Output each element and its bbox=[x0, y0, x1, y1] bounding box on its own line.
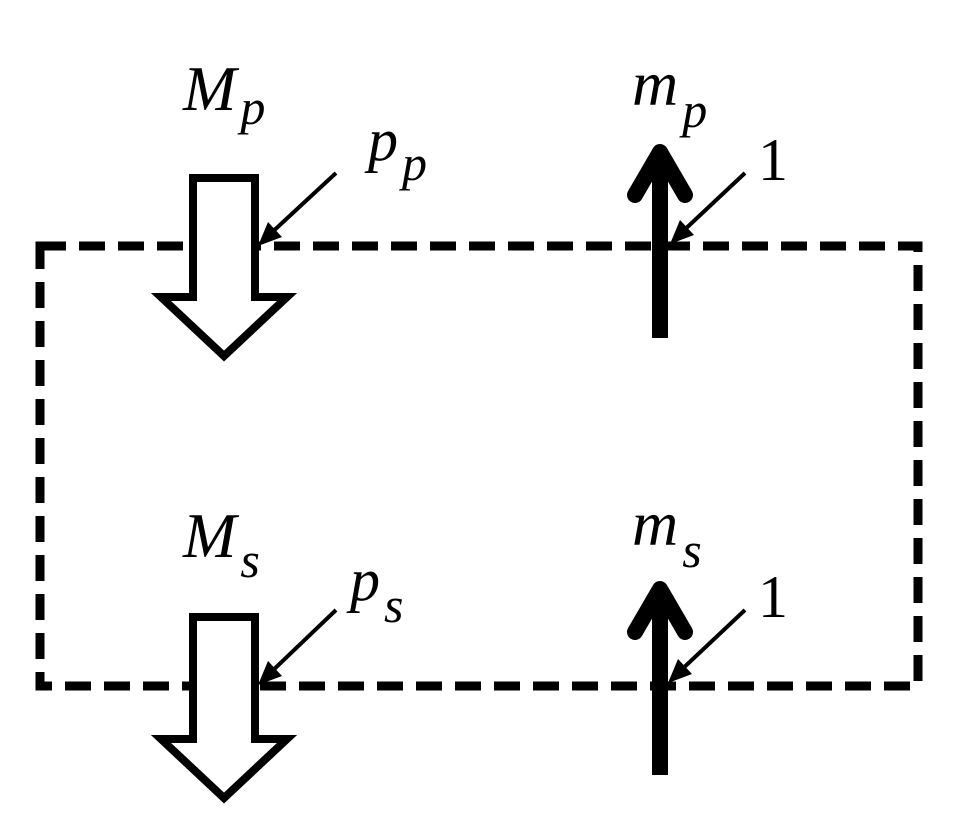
pointer-one-bottom bbox=[668, 608, 747, 683]
label-p-p: pp bbox=[364, 107, 427, 191]
control-volume-boundary bbox=[35, 241, 923, 691]
label-M-s: Ms bbox=[182, 500, 260, 588]
pointer-p-p bbox=[258, 171, 338, 246]
hollow-down-arrow-secondary bbox=[150, 613, 298, 804]
label-m-s: ms bbox=[632, 488, 702, 578]
label-m-p: mp bbox=[632, 48, 707, 138]
label-one-bottom: 1 bbox=[758, 564, 788, 630]
label-M-p: Mp bbox=[182, 53, 265, 135]
hollow-down-arrow-primary bbox=[150, 174, 298, 362]
solid-up-arrow-primary-head bbox=[627, 144, 693, 203]
pointer-one-top bbox=[670, 171, 747, 244]
label-one-top: 1 bbox=[758, 127, 788, 193]
pointer-p-s bbox=[258, 608, 338, 685]
label-p-s: ps bbox=[346, 547, 403, 633]
solid-up-arrow-secondary-head bbox=[627, 581, 693, 640]
